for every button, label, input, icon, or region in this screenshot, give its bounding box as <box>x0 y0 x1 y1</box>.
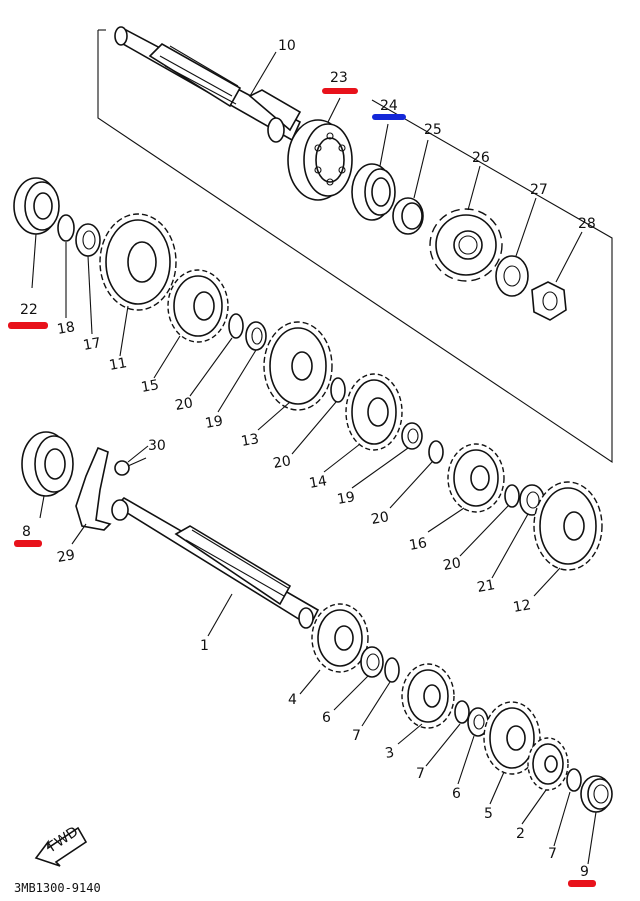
upper-axle-10 <box>114 26 302 143</box>
highlight-markers <box>8 88 596 887</box>
label-7a: 7 <box>352 728 361 744</box>
washer-19b <box>401 422 423 450</box>
gear-2 <box>527 737 569 791</box>
gear-5 <box>483 701 541 775</box>
nut-28 <box>531 281 567 321</box>
label-22: 22 <box>20 302 38 318</box>
bearing-22 <box>13 177 60 235</box>
label-8: 8 <box>22 524 31 540</box>
label-5: 5 <box>484 806 493 822</box>
label-29: 29 <box>56 547 76 566</box>
label-24: 24 <box>380 98 398 114</box>
gear-13 <box>263 321 333 411</box>
label-15: 15 <box>140 377 160 396</box>
label-6b: 6 <box>452 786 461 802</box>
fwd-arrow: FWD <box>34 824 88 867</box>
label-1: 1 <box>200 638 209 654</box>
label-14: 14 <box>308 473 328 492</box>
circlip-7a <box>384 657 400 683</box>
label-11: 11 <box>108 355 128 374</box>
label-19a: 19 <box>204 413 224 432</box>
marker-8 <box>14 540 42 547</box>
label-12: 12 <box>512 597 532 616</box>
label-20b: 20 <box>272 453 292 472</box>
washer-19a <box>245 321 267 351</box>
main-axle-1 <box>111 497 320 629</box>
drive-sprocket-26 <box>429 208 503 282</box>
washer-6a <box>360 646 384 678</box>
label-3: 3 <box>384 745 396 762</box>
circlip-18 <box>57 214 75 242</box>
label-19b: 19 <box>336 489 356 508</box>
screw-30 <box>114 457 147 476</box>
label-4: 4 <box>288 692 297 708</box>
label-28: 28 <box>578 216 596 232</box>
circlip-20b <box>330 377 346 403</box>
gear-4 <box>311 603 369 673</box>
label-30: 30 <box>148 438 166 454</box>
circlip-20a <box>228 313 244 339</box>
label-20d: 20 <box>442 555 462 574</box>
bearing-23 <box>287 119 353 201</box>
gear-12 <box>533 481 603 571</box>
gear-14 <box>345 373 403 451</box>
needle-bearing-9 <box>580 775 613 813</box>
label-21: 21 <box>476 577 496 596</box>
marker-23 <box>322 88 358 94</box>
label-23: 23 <box>330 70 348 86</box>
leader-lines <box>31 51 597 865</box>
gear-3 <box>401 663 455 729</box>
label-7b: 7 <box>416 766 425 782</box>
circlip-7c <box>566 768 582 792</box>
washer-17 <box>75 223 101 257</box>
label-27: 27 <box>530 182 548 198</box>
marker-22 <box>8 322 48 329</box>
gear-15 <box>167 269 229 343</box>
gear-11 <box>99 213 177 311</box>
washer-6b <box>467 707 489 737</box>
label-18: 18 <box>56 319 76 338</box>
label-6a: 6 <box>322 710 331 726</box>
bearing-8 <box>21 431 74 497</box>
label-20a: 20 <box>174 395 194 414</box>
part-labels: 10 23 24 25 26 27 28 22 18 17 11 15 20 1… <box>20 38 596 880</box>
marker-9 <box>568 880 596 887</box>
label-16: 16 <box>408 535 428 554</box>
label-9: 9 <box>580 864 589 880</box>
circlip-20c <box>428 440 444 464</box>
collar-25 <box>392 197 424 235</box>
label-10: 10 <box>278 38 296 54</box>
label-26: 26 <box>472 150 490 166</box>
retainer-plate-29 <box>75 446 112 531</box>
lock-washer-27 <box>495 255 529 297</box>
label-13: 13 <box>240 431 260 450</box>
label-17: 17 <box>82 335 102 354</box>
label-25: 25 <box>424 122 442 138</box>
diagram-code: 3MB1300-9140 <box>14 881 101 895</box>
gear-16 <box>447 443 505 513</box>
circlip-20d <box>504 484 520 508</box>
upper-assembly-frame <box>97 29 613 464</box>
marker-24 <box>372 114 406 120</box>
label-20c: 20 <box>370 509 390 528</box>
circlip-7b <box>454 700 470 724</box>
label-7c: 7 <box>548 846 557 862</box>
label-2: 2 <box>516 826 525 842</box>
oil-seal-24 <box>351 163 396 221</box>
